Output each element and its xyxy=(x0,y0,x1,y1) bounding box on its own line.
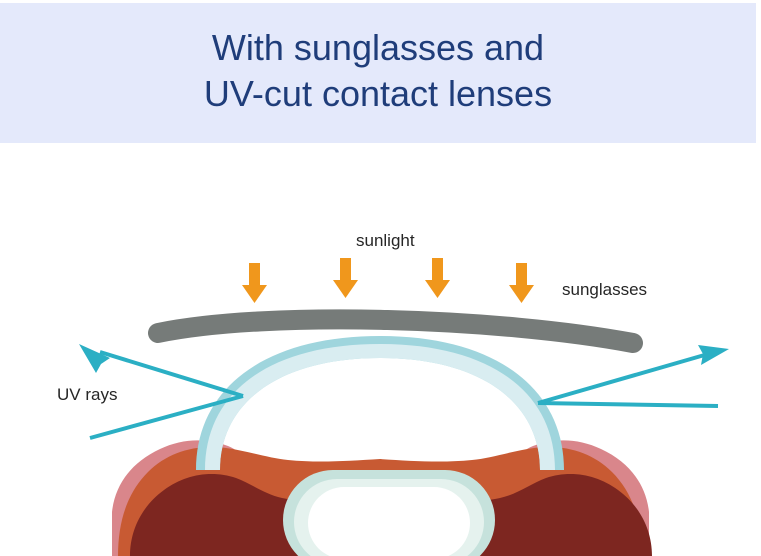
sunglasses-lens-bar xyxy=(148,309,643,353)
uv-ray-reflected-left xyxy=(99,350,244,398)
sunlight-arrow-3 xyxy=(425,258,450,298)
uv-arrowhead-left xyxy=(79,344,110,373)
sunlight-arrow-1 xyxy=(242,263,267,303)
page-title: With sunglasses and UV-cut contact lense… xyxy=(203,27,553,114)
uv-ray-incoming-right xyxy=(537,401,719,408)
uv-ray-group xyxy=(89,350,719,440)
label-uv-rays: UV rays xyxy=(57,385,118,404)
uv-ray-arrowheads xyxy=(79,344,729,373)
uv-arrowhead-right xyxy=(698,345,729,365)
uv-ray-reflected-right xyxy=(537,352,709,405)
uv-ray-incoming-left xyxy=(89,394,244,440)
label-sunlight: sunlight xyxy=(356,231,415,250)
label-sunglasses: sunglasses xyxy=(562,280,648,299)
header-banner: With sunglasses and UV-cut contact lense… xyxy=(0,3,756,143)
sunlight-arrow-2 xyxy=(333,258,358,298)
sunlight-arrow-group xyxy=(242,258,534,303)
lens-core xyxy=(308,487,470,556)
cornea-inner xyxy=(205,344,555,470)
sunlight-arrow-4 xyxy=(509,263,534,303)
